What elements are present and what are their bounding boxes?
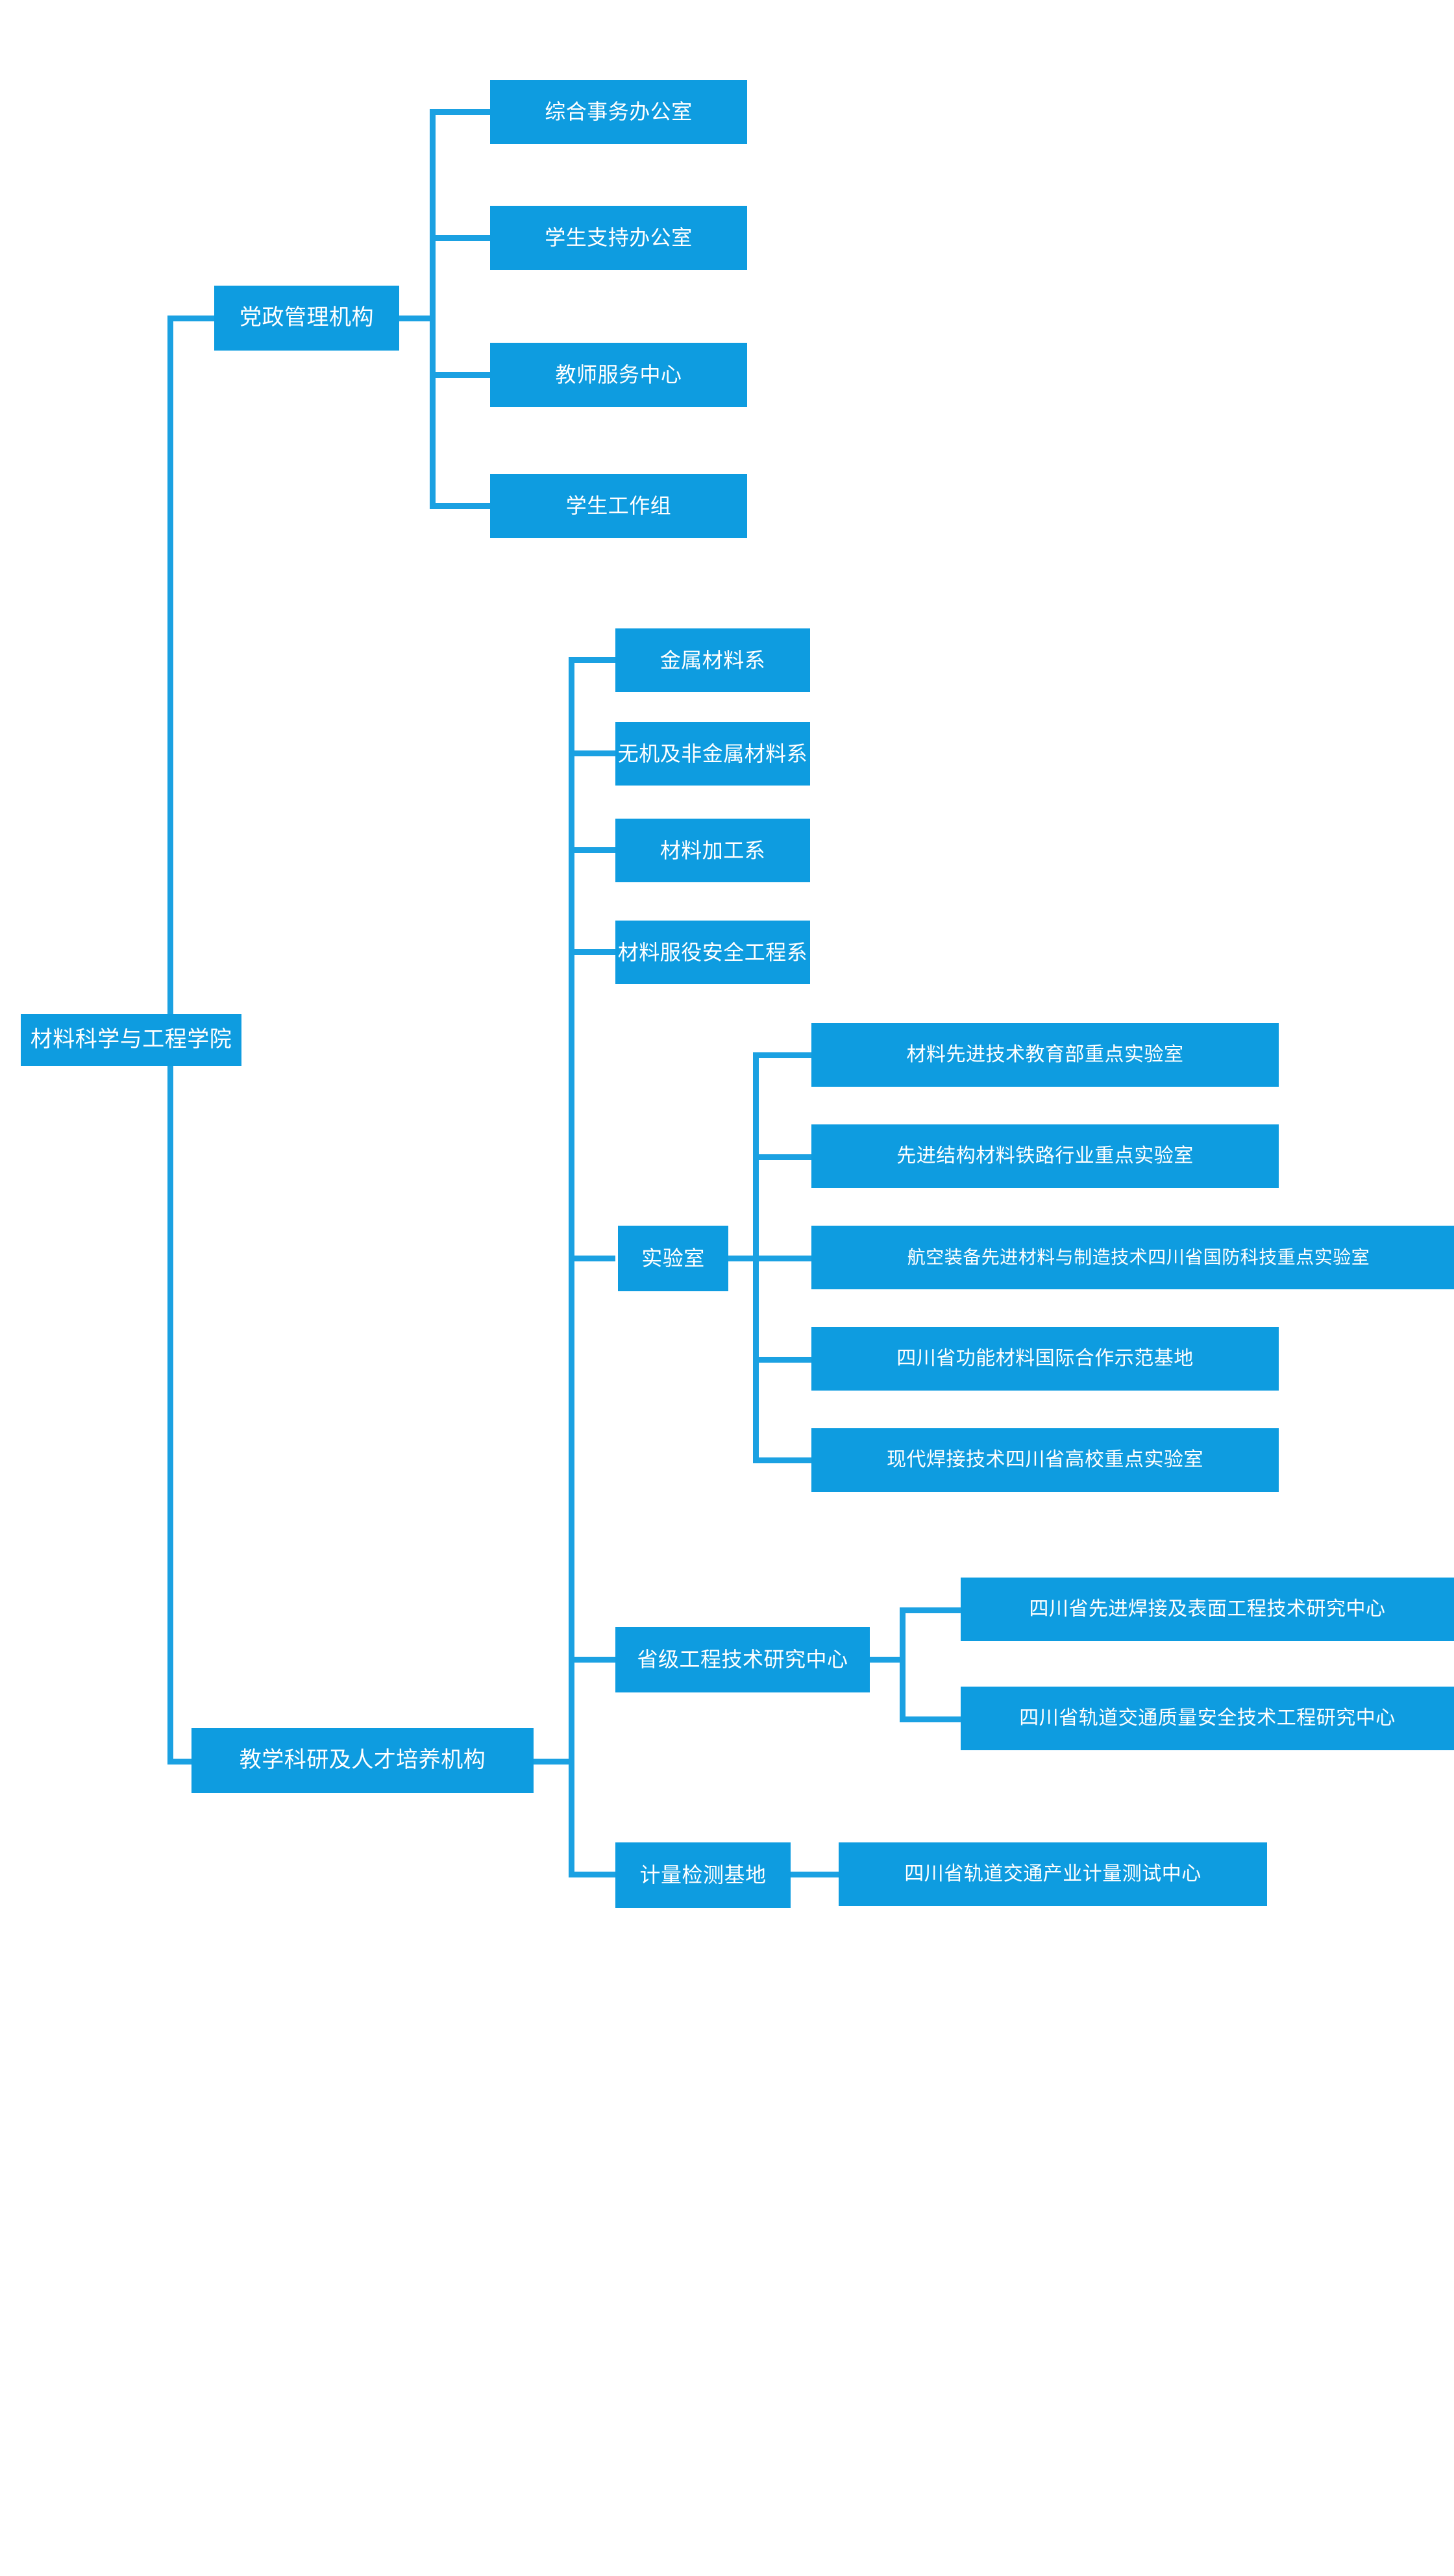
node-lab-aviation-defense-key[interactable]: 航空装备先进材料与制造技术四川省国防科技重点实验室 — [811, 1226, 1454, 1289]
connector-academic-to-metro-group — [569, 1872, 615, 1877]
connector-admin-spine — [430, 109, 436, 509]
node-office-student-work-group[interactable]: 学生工作组 — [490, 474, 747, 538]
connector-academic-spine — [569, 657, 574, 1877]
connector-admin-to-office-4 — [430, 503, 490, 509]
node-office-teacher-service[interactable]: 教师服务中心 — [490, 343, 747, 407]
connector-lab-to-item-5 — [753, 1457, 811, 1463]
connector-erc-stub — [870, 1657, 904, 1663]
node-erc-welding-surface[interactable]: 四川省先进焊接及表面工程技术研究中心 — [961, 1578, 1454, 1641]
node-office-student-support[interactable]: 学生支持办公室 — [490, 206, 747, 270]
connector-erc-to-center-1 — [900, 1607, 961, 1613]
connector-lab-spine — [753, 1052, 759, 1457]
connector-erc-spine — [900, 1607, 906, 1722]
node-lab-modern-welding-key[interactable]: 现代焊接技术四川省高校重点实验室 — [811, 1428, 1279, 1492]
connector-academic-to-dept-1 — [569, 657, 615, 663]
node-branch-academic[interactable]: 教学科研及人才培养机构 — [191, 1728, 534, 1793]
node-root[interactable]: 材料科学与工程学院 — [21, 1014, 241, 1066]
node-lab-functional-materials-base[interactable]: 四川省功能材料国际合作示范基地 — [811, 1327, 1279, 1391]
node-metrology-test-center[interactable]: 四川省轨道交通产业计量测试中心 — [839, 1842, 1267, 1906]
node-dept-materials-processing[interactable]: 材料加工系 — [615, 819, 810, 882]
connector-lab-to-item-1 — [753, 1052, 811, 1058]
connector-erc-to-center-2 — [900, 1716, 961, 1722]
connector-lab-to-item-4 — [753, 1357, 811, 1363]
node-office-general-affairs[interactable]: 综合事务办公室 — [490, 80, 747, 144]
node-lab-railway-key[interactable]: 先进结构材料铁路行业重点实验室 — [811, 1124, 1279, 1188]
connector-academic-to-dept-4 — [569, 949, 615, 955]
connector-root-to-admin — [167, 316, 218, 321]
connector-lab-to-item-2 — [753, 1154, 811, 1160]
connector-admin-stub — [399, 316, 436, 321]
connector-academic-to-dept-3 — [569, 847, 615, 853]
node-group-provincial-eng-research-centers[interactable]: 省级工程技术研究中心 — [615, 1627, 870, 1692]
connector-admin-to-office-2 — [430, 235, 490, 241]
node-dept-material-service-safety[interactable]: 材料服役安全工程系 — [615, 921, 810, 984]
connector-academic-stub — [534, 1759, 574, 1765]
connector-academic-to-dept-2 — [569, 750, 615, 756]
node-group-laboratories[interactable]: 实验室 — [618, 1226, 728, 1291]
node-lab-moe-key[interactable]: 材料先进技术教育部重点实验室 — [811, 1023, 1279, 1087]
connector-lab-to-item-3 — [753, 1256, 811, 1261]
node-erc-rail-quality-safety[interactable]: 四川省轨道交通质量安全技术工程研究中心 — [961, 1687, 1454, 1750]
connector-admin-to-office-3 — [430, 372, 490, 378]
node-dept-inorganic-nonmetal-materials[interactable]: 无机及非金属材料系 — [615, 722, 810, 786]
node-group-metrology-base[interactable]: 计量检测基地 — [615, 1842, 791, 1908]
connector-academic-to-lab-group — [569, 1256, 615, 1261]
connector-academic-to-erc-group — [569, 1657, 615, 1663]
connector-lab-stub — [728, 1256, 758, 1261]
node-dept-metal-materials[interactable]: 金属材料系 — [615, 628, 810, 692]
connector-admin-to-office-1 — [430, 109, 490, 115]
node-branch-admin[interactable]: 党政管理机构 — [214, 286, 399, 351]
connector-metro-stub — [791, 1872, 839, 1877]
